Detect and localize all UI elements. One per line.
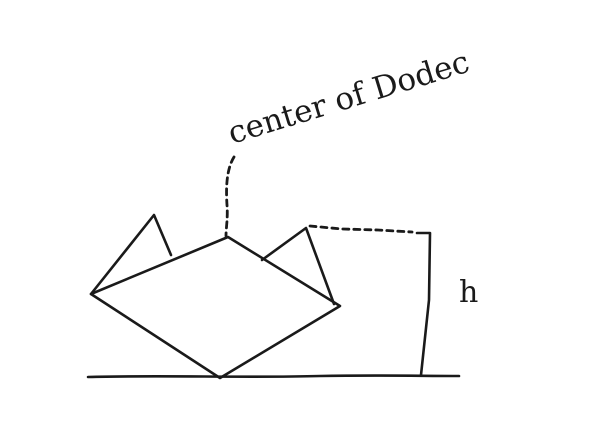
ground-line: [86, 374, 461, 379]
dodec-right-face: [260, 226, 336, 306]
dodec-body-outline: [89, 235, 342, 380]
top-reference-dashed: [308, 224, 414, 234]
dodec-left-face: [89, 213, 173, 296]
center-label: center of Dodec: [224, 44, 474, 152]
center-pointer-dashed: [224, 155, 236, 238]
height-label: h: [459, 275, 478, 310]
height-marker-line: [415, 231, 432, 377]
